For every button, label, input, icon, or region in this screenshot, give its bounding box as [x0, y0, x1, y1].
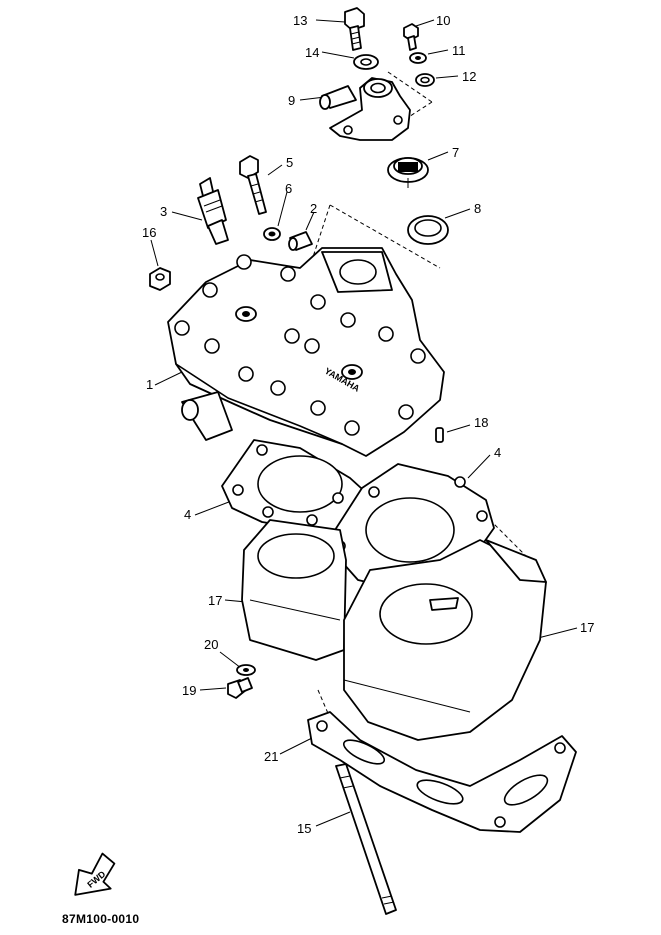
fwd-arrow-icon: FWD	[74, 852, 116, 896]
callout-6: 6	[285, 181, 293, 196]
fitting-2	[288, 231, 313, 251]
seal-8	[407, 215, 449, 245]
callout-21: 21	[264, 749, 279, 764]
bolt-13	[344, 7, 365, 51]
callout-13: 13	[293, 13, 308, 28]
head-gasket-4-left	[221, 439, 373, 535]
callout-4-left: 4	[184, 507, 192, 522]
callout-7: 7	[452, 145, 460, 160]
callout-15: 15	[297, 821, 312, 836]
washer-14	[353, 54, 379, 70]
callout-12: 12	[462, 69, 477, 84]
callout-20: 20	[204, 637, 219, 652]
cylinder-17-right	[343, 539, 547, 741]
base-gasket-21	[307, 711, 577, 833]
callout-5: 5	[286, 155, 294, 170]
callout-17-right: 17	[580, 620, 595, 635]
bolt-5	[239, 155, 267, 215]
callout-1: 1	[146, 377, 154, 392]
callout-8: 8	[474, 201, 482, 216]
spark-plug-3	[197, 177, 229, 245]
washer-20	[236, 664, 256, 676]
nut-16	[149, 267, 171, 291]
dowel-pin-18	[435, 427, 444, 443]
stud-15	[335, 763, 397, 915]
callout-14: 14	[305, 45, 320, 60]
callout-9: 9	[288, 93, 296, 108]
thermostat-7	[387, 157, 429, 188]
bolt-10	[403, 23, 419, 51]
callout-2: 2	[310, 201, 318, 216]
callout-19: 19	[182, 683, 197, 698]
figure-code: 87M100-0010	[62, 912, 140, 926]
washer-11	[409, 52, 427, 64]
callout-10: 10	[436, 13, 451, 28]
callout-16: 16	[142, 225, 157, 240]
cylinder-17-left	[241, 519, 347, 661]
cylinder-head-1: YAMAHA	[167, 247, 445, 457]
callout-18: 18	[474, 415, 489, 430]
thermostat-cover-9	[319, 77, 411, 141]
washer-6	[263, 227, 281, 241]
callout-3: 3	[160, 204, 168, 219]
bolt-19	[227, 677, 253, 699]
callout-4-right: 4	[494, 445, 502, 460]
callout-11: 11	[452, 43, 466, 58]
washer-12	[415, 73, 435, 87]
callout-17-left: 17	[208, 593, 223, 608]
